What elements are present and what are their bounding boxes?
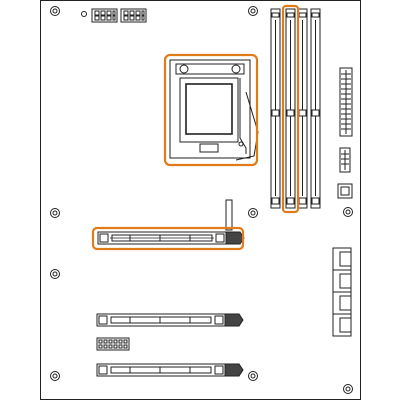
cpu-socket (169, 59, 259, 161)
mounting-hole-icon (248, 6, 258, 16)
m2-standoff (225, 199, 233, 231)
atx-power-connector (339, 67, 353, 137)
front-panel-header (96, 337, 130, 351)
pcie-x16-slot-3 (96, 363, 244, 377)
sata-ports (332, 247, 352, 337)
pcie-x16-slot-1 (97, 231, 245, 245)
mounting-hole-icon (343, 384, 353, 394)
mounting-hole-icon (50, 371, 60, 381)
dimm-slots (270, 8, 321, 209)
dimm-slot-2 (285, 8, 296, 209)
internal-header (339, 147, 351, 173)
mounting-hole-icon (50, 208, 60, 218)
mounting-hole-icon (343, 207, 353, 217)
dimm-slot-1 (270, 8, 281, 209)
cpu-power-connector-2 (120, 8, 147, 23)
mounting-hole-icon (248, 371, 258, 381)
pcie-x16-slot-2 (96, 313, 244, 327)
sata-connector (337, 183, 353, 199)
dimm-slot-3 (297, 8, 308, 209)
screw-icon (81, 11, 87, 17)
mounting-hole-icon (248, 208, 258, 218)
mounting-holes (50, 6, 353, 394)
cpu-power-connector-1 (91, 8, 118, 23)
pcie-slot-highlight (91, 226, 245, 251)
dimm-slot-highlight (281, 4, 300, 214)
mounting-hole-icon (50, 6, 60, 16)
dimm-slot-4 (310, 8, 321, 209)
mounting-hole-icon (50, 269, 60, 279)
cpu-socket-highlight (163, 53, 259, 167)
